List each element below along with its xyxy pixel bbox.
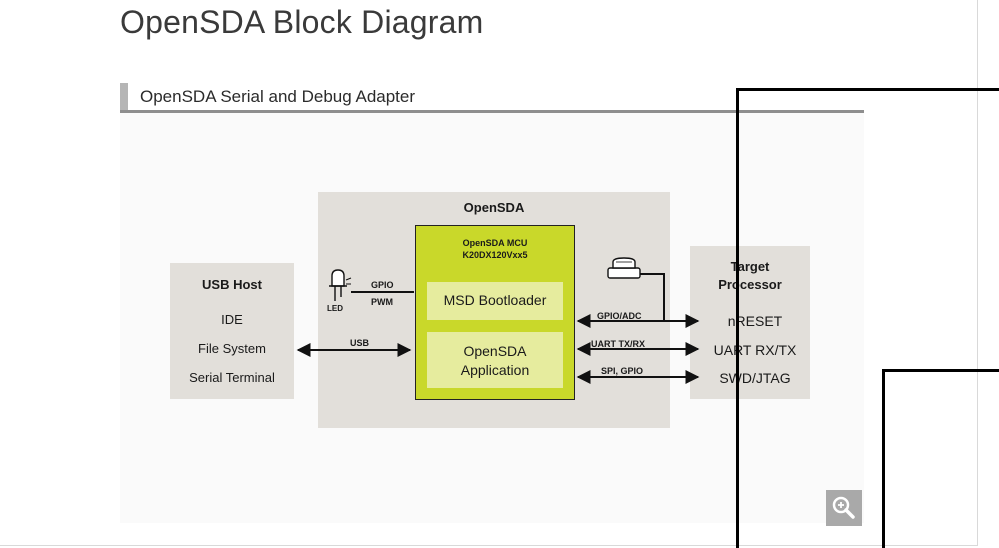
page-title: OpenSDA Block Diagram (120, 4, 484, 40)
msd-bootloader-label: MSD Bootloader (443, 292, 547, 308)
pwm-label: PWM (371, 297, 393, 307)
section-header: OpenSDA Serial and Debug Adapter (120, 83, 864, 113)
button-connector (625, 273, 665, 321)
usb-host-item-ide: IDE (221, 312, 243, 327)
opensda-application-block (427, 332, 563, 388)
magnifier-plus-icon (832, 496, 855, 519)
target-title-line1: Target (730, 259, 770, 274)
usb-host-block (170, 263, 294, 399)
usb-host-item-file-system: File System (198, 341, 266, 356)
section-title: OpenSDA Serial and Debug Adapter (140, 87, 416, 106)
content-frame (0, 0, 978, 546)
mcu-title-line2: K20DX120Vxx5 (462, 250, 528, 260)
zoom-button[interactable] (826, 490, 862, 526)
target-item-nreset: nRESET (727, 313, 783, 329)
opensda-label: OpenSDA (463, 200, 525, 215)
section-accent-bar (120, 83, 128, 110)
push-button-icon (607, 257, 641, 279)
target-item-uart: UART RX/TX (713, 342, 797, 358)
mcu-title-line1: OpenSDA MCU (462, 238, 528, 248)
target-title-line2: Processor (718, 277, 782, 292)
application-label-line1: OpenSDA (463, 343, 527, 359)
usb-host-item-serial-terminal: Serial Terminal (189, 370, 275, 385)
led-label: LED (327, 304, 343, 313)
usb-host-title: USB Host (202, 277, 262, 292)
led-icon (329, 269, 352, 301)
msd-bootloader-block (427, 282, 563, 320)
gpio-label: GPIO (371, 280, 394, 290)
application-label-line2: Application (460, 362, 530, 378)
target-processor-block (690, 246, 810, 399)
